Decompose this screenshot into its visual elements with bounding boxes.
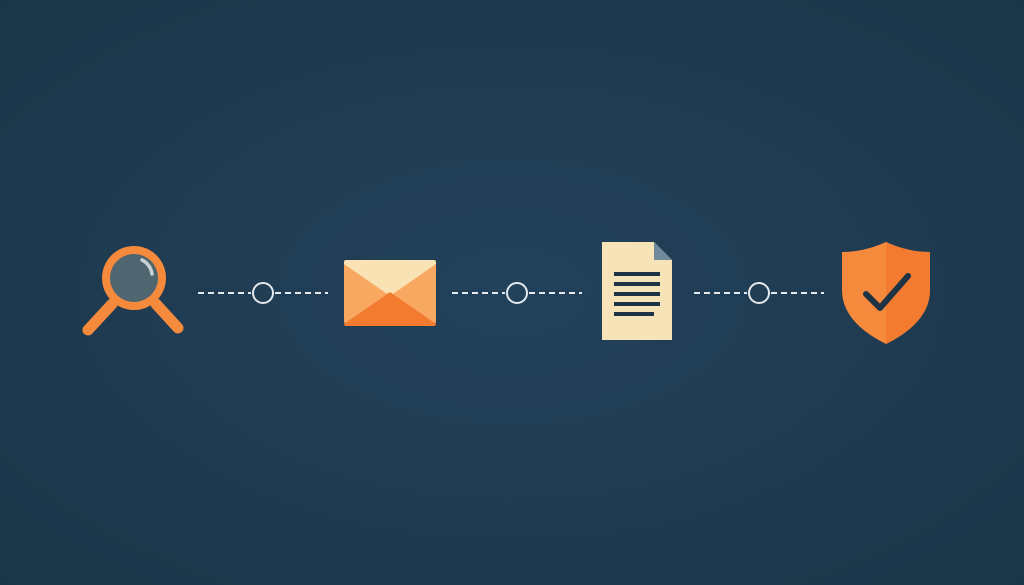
connector-node bbox=[748, 282, 770, 304]
envelope-icon bbox=[344, 260, 436, 326]
shield-check-icon bbox=[842, 242, 930, 344]
magnifying-glass-icon bbox=[82, 246, 184, 336]
dashed-connector bbox=[452, 282, 582, 304]
dashed-connector bbox=[198, 282, 328, 304]
connector-node bbox=[252, 282, 274, 304]
connector-node bbox=[506, 282, 528, 304]
dashed-connector bbox=[694, 282, 824, 304]
document-icon bbox=[602, 242, 672, 340]
